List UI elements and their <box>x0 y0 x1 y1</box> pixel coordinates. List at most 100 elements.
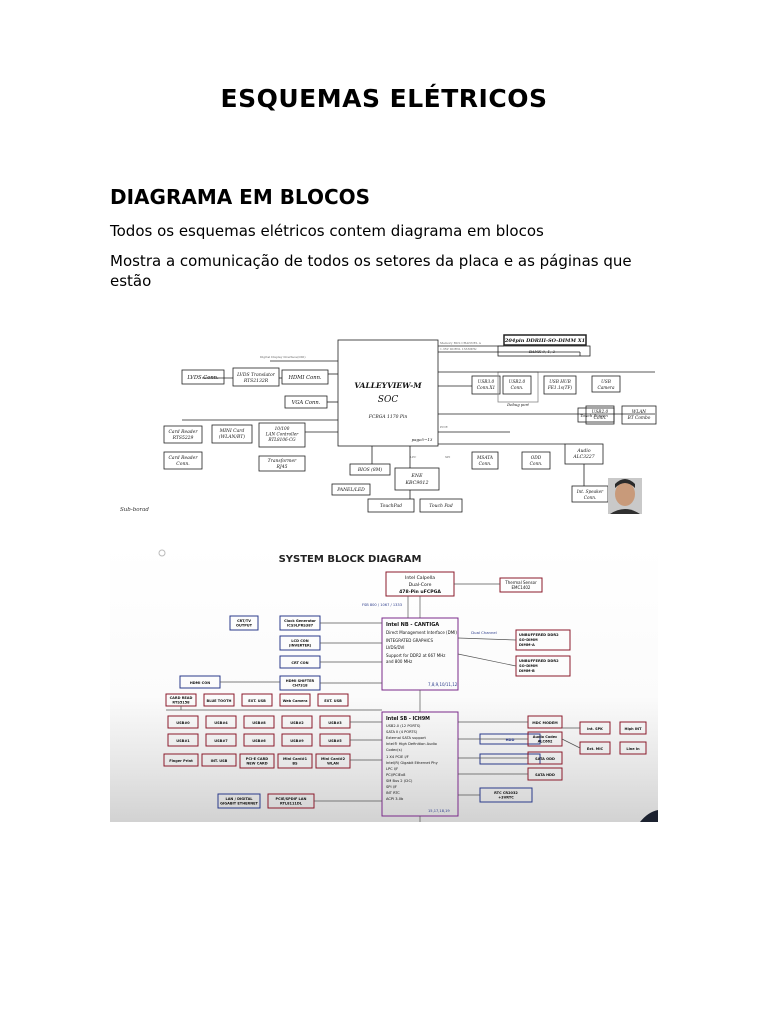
sb-line-6: 1 X4 PCIE I/F <box>386 755 409 759</box>
document-title: ESQUEMAS ELÉTRICOS <box>220 84 548 113</box>
sb-line-10: SM Bus 2 (I2C) <box>386 779 413 783</box>
touch-screen: Touch Screen <box>580 413 608 418</box>
nb-line-3: LVDS/DVI <box>386 645 404 650</box>
fsb-label: FSB 800 / 1067 / 1333 <box>362 603 402 607</box>
bios: BIOS (8M) <box>357 466 383 473</box>
usb-port-7: USB#7 <box>214 739 228 743</box>
usb-port-5: USB#5 <box>328 739 342 743</box>
ext-usb-2: EXT. USB <box>324 699 342 703</box>
mdc-modem: MDC MODEM <box>532 721 558 725</box>
usb-port-2: USB#2 <box>290 721 304 725</box>
soc-subtitle: SOC <box>378 395 399 405</box>
svg-text:Memory BUS CHANNEL A: Memory BUS CHANNEL A <box>440 341 482 345</box>
crt-con: CRT CON <box>291 661 308 665</box>
debug-port: Debug port <box>506 402 529 407</box>
cpu-line-2: Dual-Core <box>409 582 432 588</box>
ext-usb-1: EXT. USB <box>248 699 266 703</box>
svg-text:1.35V DDR3L 1333MHz: 1.35V DDR3L 1333MHz <box>440 347 477 351</box>
memory-sub: BANK 0, 1, 2 <box>528 349 556 354</box>
block-diagram-1-svg: Digital Display Interface(DDI) Memory BU… <box>120 334 657 514</box>
diagram-title: SYSTEM BLOCK DIAGRAM <box>279 554 422 565</box>
svg-text:LPC: LPC <box>410 455 417 459</box>
presenter-corner <box>640 810 658 822</box>
dual-channel-label: Dual Channel <box>471 630 497 635</box>
line-in: Line In <box>626 747 640 751</box>
finger-print: Finger Print <box>169 759 193 763</box>
sb-line-4: Intel® High Definition Audio <box>386 742 437 746</box>
soc-title: VALLEYVIEW-M <box>354 381 422 390</box>
usb-port-9: USB#9 <box>290 739 304 743</box>
ext-mic: Ext. MIC <box>587 747 604 751</box>
int-usb: INT. USB <box>211 759 228 763</box>
sb-line-7: Intel(R) Gigabit Ethernet Phy <box>386 761 439 765</box>
sb-line-2: SATA II (4 PORTS) <box>386 730 418 734</box>
usb-port-1: USB#1 <box>176 739 190 743</box>
touchpad-1: TouchPad <box>380 503 402 509</box>
paragraph-2: Mostra a comunicação de todos os setores… <box>110 252 632 290</box>
nb-line-5: and 800 MHz <box>386 659 412 664</box>
panel-led: PANEL/LED <box>336 487 365 493</box>
sb-line-12: INT RTC <box>386 791 400 795</box>
block-diagram-image-1: Digital Display Interface(DDI) Memory BU… <box>110 328 658 516</box>
sb-line-13: ACPI 3.0b <box>386 797 404 801</box>
hiph-int: Hiph INT <box>625 727 643 731</box>
sb-line-9: PCI/PCIEx8 <box>386 773 406 777</box>
vga-conn: VGA Conn. <box>292 400 321 406</box>
svg-text:PCIE: PCIE <box>440 425 448 429</box>
mini-card: MINI Card(WLAN/BT) <box>219 428 246 440</box>
nb-line-1: Direct Management Interface (DMI) <box>386 630 457 635</box>
lvds-conn: LVDS Conn. <box>186 375 219 381</box>
usb-port-3: USB#3 <box>328 721 342 725</box>
usb-port-8: USB#8 <box>252 721 266 725</box>
usb-port-0: USB#0 <box>176 721 190 725</box>
usb-port-4: USB#4 <box>214 721 228 725</box>
section-heading: DIAGRAMA EM BLOCOS <box>110 185 371 209</box>
sb-line-11: SPI I/F <box>386 785 397 789</box>
nb-title: Intel NB - CANTIGA <box>386 622 439 628</box>
rtc-battery: RTC CR2032+3VRTC <box>494 791 518 800</box>
touchpad-2: Touch Pad <box>429 503 453 509</box>
sata-hdd: SATA HDD <box>535 773 555 777</box>
lcd-con: LCD CON(INVERTER) <box>289 639 312 648</box>
svg-text:SPI: SPI <box>445 455 451 459</box>
block-diagram-image-2: SYSTEM BLOCK DIAGRAM <box>110 544 658 822</box>
hdd: HDD <box>506 738 515 742</box>
web-camera: Web Camera <box>283 699 309 703</box>
block-line: LVDS Translator <box>236 372 276 378</box>
nb-line-4: Support for DDR2 at 667 MHz <box>386 653 445 658</box>
sb-line-1: USB2.0 (12 PORTS) <box>386 724 421 728</box>
sb-line-3: External SATA support <box>386 736 426 740</box>
sb-line-8: LPC I/F <box>386 767 398 771</box>
soc-page: page5~13 <box>412 437 433 442</box>
sb-pages: 15,17,18,19 <box>428 809 450 813</box>
cpu-line-1: Intel Calpella <box>405 575 435 581</box>
sata-odd: SATA ODD <box>535 757 555 761</box>
svg-text:Digital Display Interface(DDI): Digital Display Interface(DDI) <box>260 355 306 359</box>
blue-tooth: BLUE TOOTH <box>207 699 232 703</box>
memory-title: 204pin DDRIII-SO-DIMM X1 <box>504 338 585 344</box>
hdmi-con: HDMI CON <box>190 681 210 685</box>
